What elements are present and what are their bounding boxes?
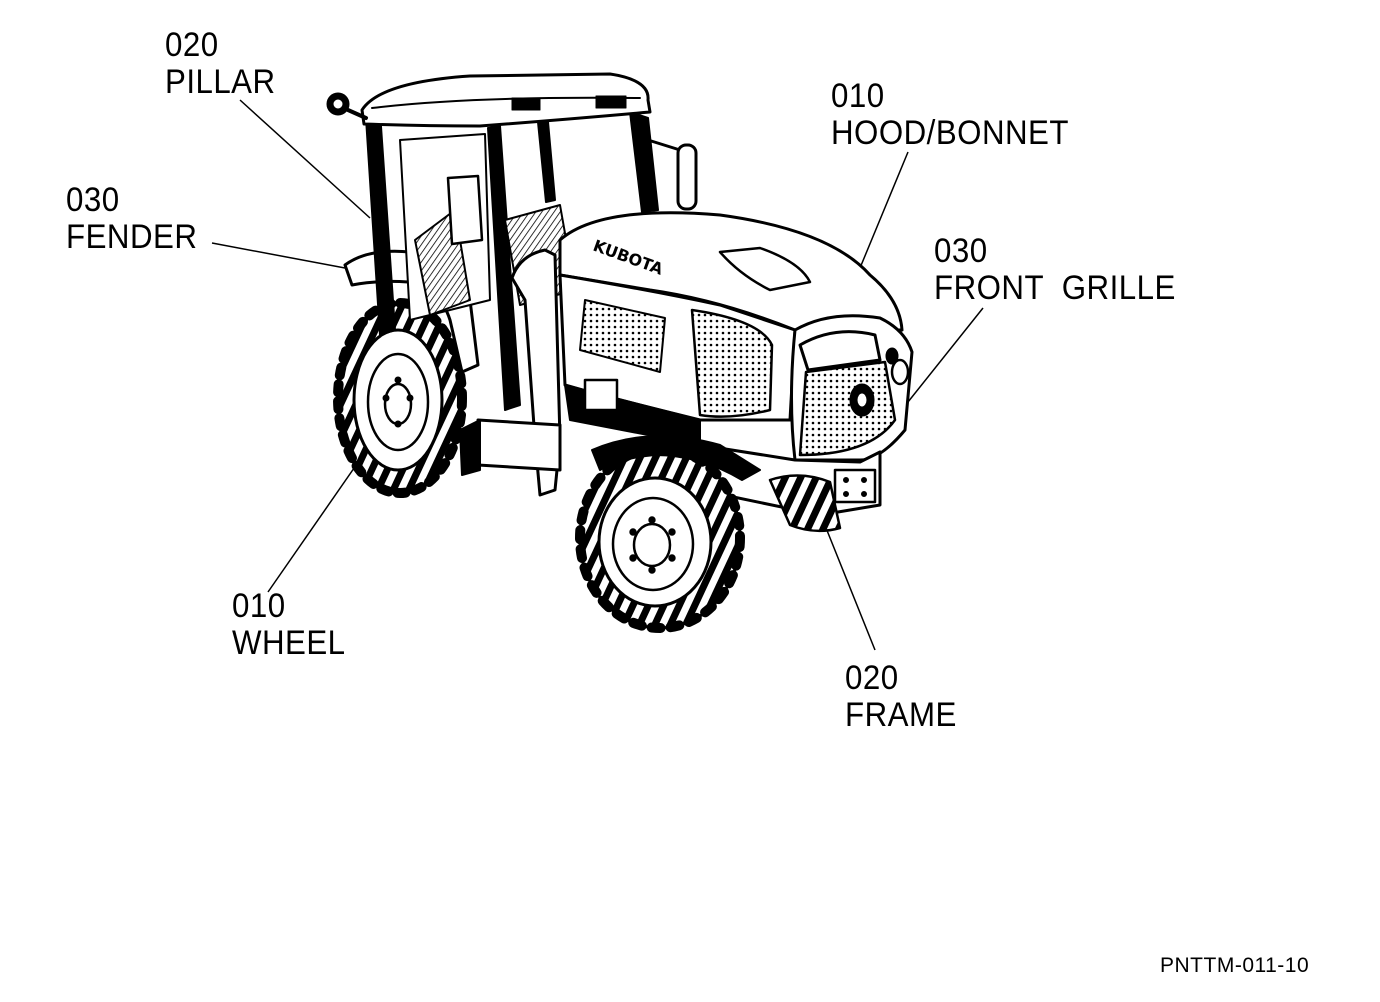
callout-wheel-name: WHEEL	[232, 624, 346, 662]
callout-frame-code: 020	[845, 659, 899, 697]
callout-grille-name: FRONT GRILLE	[934, 269, 1176, 307]
leader-lines	[211, 99, 984, 651]
front-wheel	[575, 443, 745, 633]
far-front-wheel	[768, 474, 842, 533]
callout-fender: 030 FENDER	[66, 182, 197, 256]
engine-bay	[459, 378, 701, 476]
callout-pillar: 020 PILLAR	[165, 27, 276, 101]
callout-hood-code: 010	[831, 77, 885, 115]
callout-wheel-code: 010	[232, 587, 286, 625]
callout-pillar-name: PILLAR	[165, 63, 276, 101]
leader-fender	[211, 242, 346, 269]
leader-hood	[854, 151, 909, 281]
callout-pillar-code: 020	[165, 26, 219, 64]
callout-grille: 030 FRONT GRILLE	[934, 233, 1176, 307]
front-fender	[591, 435, 761, 481]
figure-code: PNTTM-011-10	[1160, 954, 1310, 977]
cab	[326, 72, 698, 411]
front-grille	[790, 314, 914, 462]
callout-fender-code: 030	[66, 181, 120, 219]
callout-frame: 020 FRAME	[845, 660, 957, 734]
callout-grille-code: 030	[934, 232, 988, 270]
leader-pillar	[239, 99, 371, 219]
leader-wheel	[267, 447, 369, 593]
callout-fender-name: FENDER	[66, 218, 198, 256]
rear-wheel	[333, 298, 467, 498]
callout-hood: 010 HOOD/BONNET	[831, 78, 1069, 152]
callout-frame-name: FRAME	[845, 696, 957, 734]
callout-hood-name: HOOD/BONNET	[831, 114, 1069, 152]
callout-wheel: 010 WHEEL	[232, 588, 346, 662]
hood: KUBOTA	[558, 211, 904, 422]
tractor: KUBOTA	[326, 72, 914, 633]
leader-grille	[899, 307, 984, 413]
